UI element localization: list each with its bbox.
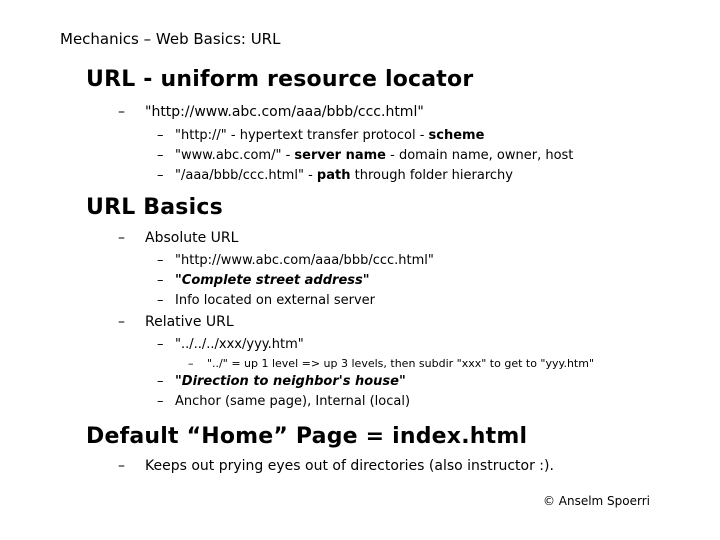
heading-url-basics: URL Basics <box>86 195 223 220</box>
bullet-dash: – <box>157 253 164 268</box>
bullet-text: Relative URL <box>145 314 234 330</box>
bullet-dash: – <box>118 458 125 474</box>
bullet-text: "../" = up 1 level => up 3 levels, then … <box>207 357 595 370</box>
section-default-home: Default “Home” Page = index.html – Keeps… <box>0 424 720 476</box>
bullet-absolute-metaphor: – "Complete street address" <box>0 271 720 291</box>
bullet-text: "Direction to neighbor's house" <box>175 374 406 389</box>
bullet-dash: – <box>157 128 164 143</box>
bullet-dash: – <box>157 374 164 389</box>
heading-url-locator: URL - uniform resource locator <box>86 67 474 92</box>
bullet-dash: – <box>157 394 164 409</box>
bullet-absolute-url: – Absolute URL <box>0 229 720 248</box>
section-url-basics: URL Basics – Absolute URL – "http://www.… <box>0 196 720 412</box>
absolute-url-group: – "http://www.abc.com/aaa/bbb/ccc.html" … <box>0 251 720 311</box>
section-url-locator: URL - uniform resource locator – "http:/… <box>0 68 720 186</box>
bullet-example-url: – "http://www.abc.com/aaa/bbb/ccc.html" <box>0 103 720 122</box>
bullet-text: Anchor (same page), Internal (local) <box>175 394 411 409</box>
bullet-dash: – <box>157 337 164 352</box>
bullet-text: Info located on external server <box>175 293 375 308</box>
bullet-text: "www.abc.com/" - server name - domain na… <box>175 148 574 163</box>
slide-header-title: Mechanics – Web Basics: URL <box>60 30 281 48</box>
bullet-text: "Complete street address" <box>175 273 370 288</box>
relative-url-group: – "../../../xxx/yyy.htm" – "../" = up 1 … <box>0 335 720 412</box>
bullet-dash: – <box>157 148 164 163</box>
bullet-relative-example: – "../../../xxx/yyy.htm" <box>0 335 720 355</box>
bullet-relative-note: – Anchor (same page), Internal (local) <box>0 392 720 412</box>
bullet-dash: – <box>157 168 164 183</box>
bullet-dash: – <box>157 293 164 308</box>
bullet-relative-metaphor: – "Direction to neighbor's house" <box>0 372 720 392</box>
bullet-relative-url: – Relative URL <box>0 313 720 332</box>
bullet-text: "http://" - hypertext transfer protocol … <box>175 128 485 143</box>
bullet-text: Absolute URL <box>145 230 239 246</box>
bullet-text: "../../../xxx/yyy.htm" <box>175 337 304 352</box>
bullet-scheme: – "http://" - hypertext transfer protoco… <box>0 126 720 146</box>
bullet-relative-explanation: – "../" = up 1 level => up 3 levels, the… <box>0 355 720 372</box>
bullet-text: "http://www.abc.com/aaa/bbb/ccc.html" <box>175 253 434 268</box>
bullet-absolute-note: – Info located on external server <box>0 291 720 311</box>
heading-default-home: Default “Home” Page = index.html <box>86 424 528 449</box>
bullet-home-note: – Keeps out prying eyes out of directori… <box>0 457 720 476</box>
bullet-text: Keeps out prying eyes out of directories… <box>145 458 554 474</box>
url-parts-group: – "http://" - hypertext transfer protoco… <box>0 126 720 186</box>
bullet-dash: – <box>118 104 125 120</box>
bullet-dash: – <box>118 230 125 246</box>
bullet-path: – "/aaa/bbb/ccc.html" - path through fol… <box>0 166 720 186</box>
bullet-dash: – <box>188 357 194 370</box>
bullet-dash: – <box>157 273 164 288</box>
bullet-absolute-example: – "http://www.abc.com/aaa/bbb/ccc.html" <box>0 251 720 271</box>
bullet-server-name: – "www.abc.com/" - server name - domain … <box>0 146 720 166</box>
bullet-text: "/aaa/bbb/ccc.html" - path through folde… <box>175 168 513 183</box>
bullet-dash: – <box>118 314 125 330</box>
copyright-credit: © Anselm Spoerri <box>542 494 650 508</box>
bullet-text: "http://www.abc.com/aaa/bbb/ccc.html" <box>145 104 424 120</box>
